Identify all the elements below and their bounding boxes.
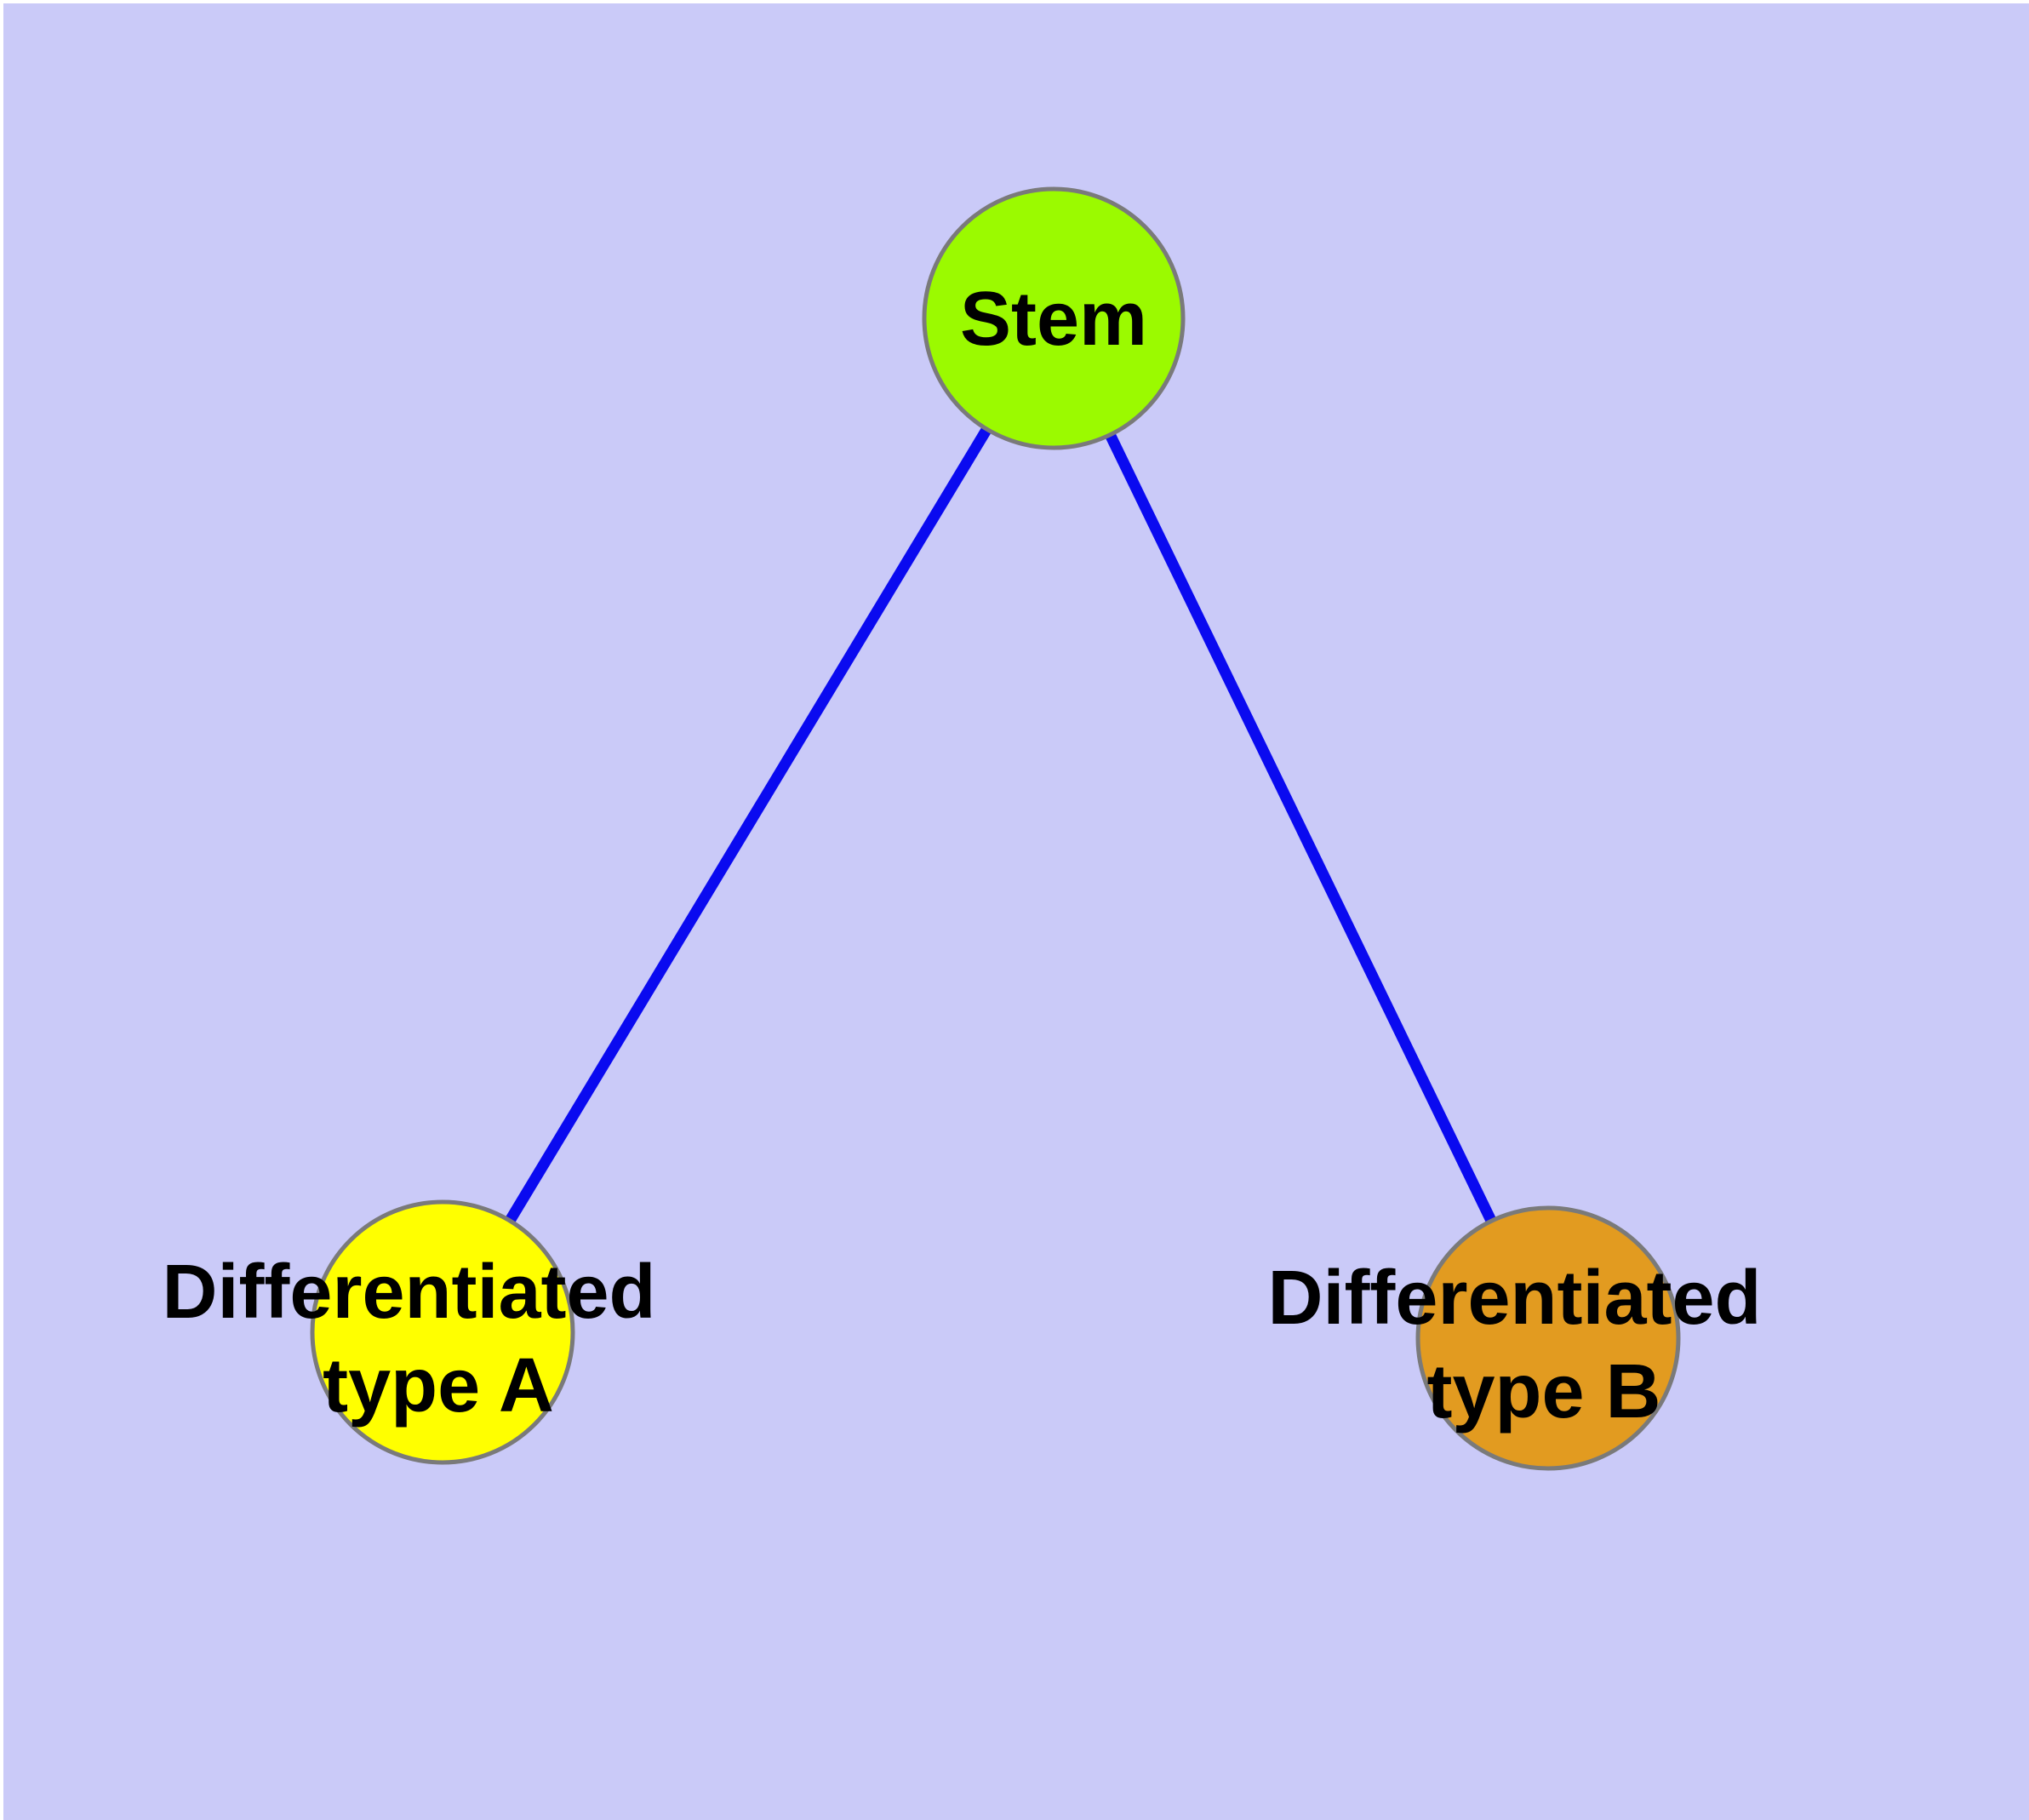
edge-stem-to-type-a (437, 315, 1059, 1336)
node-differentiated-type-b (1415, 1205, 1681, 1471)
node-type-a-label-line2: type A (323, 1343, 554, 1428)
node-type-b-label: Differentiated type B (1267, 1256, 1782, 1434)
node-stem-label: Stem (960, 277, 1147, 362)
node-type-a-label: Differentiated type A (162, 1250, 677, 1428)
node-differentiated-type-a (310, 1199, 575, 1465)
edge-stem-to-type-b (1049, 316, 1553, 1341)
node-type-b-label-line1: Differentiated (1267, 1256, 1761, 1341)
node-type-a-label-line1: Differentiated (162, 1250, 655, 1335)
node-stem (922, 186, 1186, 450)
node-type-b-label-line2: type B (1426, 1349, 1660, 1434)
